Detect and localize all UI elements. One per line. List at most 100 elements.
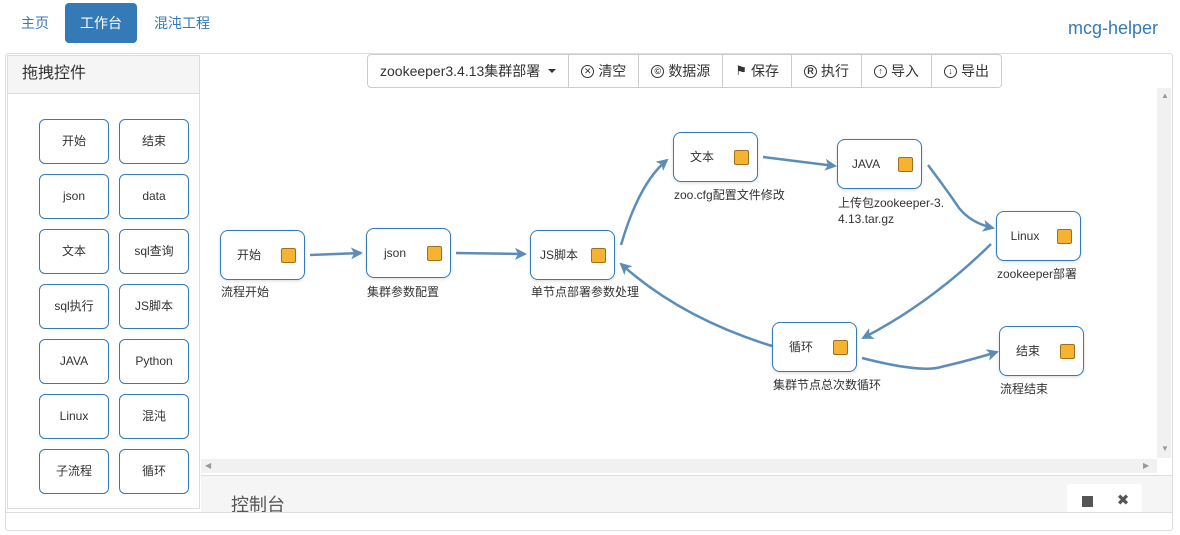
flow-toolbar: zookeeper3.4.13集群部署 ✕ 清空 © 数据源 ⚑ 保存 R 执行… [367,54,1002,88]
control-js-script[interactable]: JS脚本 [119,284,189,329]
node-label: Linux [1010,229,1040,243]
control-sql-query[interactable]: sql查询 [119,229,189,274]
edge-text-java [762,155,837,171]
control-loop[interactable]: 循环 [119,449,189,494]
node-connector-port[interactable] [1057,229,1072,244]
node-label: 开始 [236,248,261,262]
node-label: 循环 [788,340,813,354]
vertical-scrollbar[interactable]: ▲ ▼ [1157,88,1171,458]
console-panel: 控制台 ✖ [201,475,1172,517]
scroll-down-icon[interactable]: ▼ [1161,444,1169,453]
control-text[interactable]: 文本 [39,229,109,274]
workbench-frame [5,53,1173,531]
node-caption: 单节点部署参数处理 [531,285,640,299]
datasource-button[interactable]: © 数据源 [638,55,722,87]
control-linux[interactable]: Linux [39,394,109,439]
chevron-down-icon [548,69,557,73]
footer-strip [5,512,1173,531]
datasource-icon: © [651,64,665,78]
datasource-label: 数据源 [668,63,711,79]
control-java[interactable]: JAVA [39,339,109,384]
flow-node-js-script[interactable]: JS脚本 [530,230,615,280]
clear-icon: ✕ [581,64,595,78]
flow-node-start[interactable]: 开始 [220,230,305,280]
flow-node-end[interactable]: 结束 [999,326,1084,376]
save-icon: ⚑ [735,63,747,78]
node-caption: zookeeper部署 [997,267,1078,281]
node-caption: 集群节点总次数循环 [773,378,882,392]
edge-loop-end [861,349,999,370]
flow-edges [309,155,999,370]
brand-logo[interactable]: mcg-helper [1067,18,1158,38]
node-connector-port[interactable] [898,157,913,172]
flow-select-value: zookeeper3.4.13集群部署 [380,63,541,79]
tab-chaos[interactable]: 混沌工程 [154,15,210,31]
node-caption: 集群参数配置 [367,285,440,299]
control-end[interactable]: 结束 [119,119,189,164]
flow-node-text[interactable]: 文本 [673,132,758,182]
edge-java-linux [926,164,995,232]
control-data[interactable]: data [119,174,189,219]
edge-linux-loop [861,243,992,340]
node-label: JS脚本 [539,248,578,262]
execute-button[interactable]: R 执行 [790,55,861,87]
node-caption: 流程结束 [1000,382,1049,396]
controls-panel: 拖拽控件 开始 结束 json data 文本 sql查询 sql执行 JS脚本… [7,55,200,509]
node-label: json [383,246,406,260]
horizontal-scrollbar[interactable]: ◀ ▶ [201,459,1157,473]
node-caption: 上传包zookeeper-3.4.13.tar.gz [838,196,945,226]
node-label: 文本 [689,150,714,164]
node-connector-port[interactable] [734,150,749,165]
edge-js-text [619,158,669,246]
scroll-right-icon[interactable]: ▶ [1143,461,1150,470]
node-connector-port[interactable] [281,248,296,263]
node-caption: 流程开始 [221,285,270,299]
export-label: 导出 [960,63,989,79]
edge-json-js [455,247,527,260]
control-start[interactable]: 开始 [39,119,109,164]
tab-workbench[interactable]: 工作台 [65,3,137,43]
node-connector-port[interactable] [427,246,442,261]
control-subflow[interactable]: 子流程 [39,449,109,494]
scroll-up-icon[interactable]: ▲ [1161,91,1169,100]
console-title: 控制台 [231,495,285,515]
control-chaos[interactable]: 混沌 [119,394,189,439]
control-python[interactable]: Python [119,339,189,384]
flow-node-linux[interactable]: Linux [996,211,1081,261]
node-connector-port[interactable] [591,248,606,263]
tab-home[interactable]: 主页 [21,15,49,31]
flow-node-loop[interactable]: 循环 [772,322,857,372]
node-connector-port[interactable] [833,340,848,355]
save-label: 保存 [750,63,779,79]
clear-button[interactable]: ✕ 清空 [568,55,638,87]
save-button[interactable]: ⚑ 保存 [722,55,791,87]
console-actions: ✖ [1067,484,1142,517]
close-icon: ✖ [1116,492,1130,509]
stop-button[interactable] [1069,484,1105,517]
import-button[interactable]: ↑ 导入 [860,55,931,87]
node-label: 结束 [1015,344,1040,358]
node-label: JAVA [851,157,881,171]
edge-loop-js [619,262,773,348]
import-label: 导入 [890,63,919,79]
execute-icon: R [803,64,817,78]
flow-node-json[interactable]: json [366,228,451,278]
export-icon: ↓ [943,64,957,78]
scroll-left-icon[interactable]: ◀ [205,461,212,470]
panel-title: 拖拽控件 [8,56,199,94]
flow-select-dropdown[interactable]: zookeeper3.4.13集群部署 [368,55,568,87]
import-icon: ↑ [873,64,887,78]
control-json[interactable]: json [39,174,109,219]
flow-node-java[interactable]: JAVA [837,139,922,189]
control-sql-exec[interactable]: sql执行 [39,284,109,329]
export-button[interactable]: ↓ 导出 [930,55,1001,87]
stop-icon [1081,495,1093,507]
node-caption: zoo.cfg配置文件修改 [674,188,785,202]
node-connector-port[interactable] [1060,344,1075,359]
edge-start-json [309,247,363,260]
flow-canvas[interactable]: 开始 流程开始 json 集群参数配置 JS脚本 单节点部署参数处理 文本 zo… [201,88,1172,474]
execute-label: 执行 [820,63,849,79]
close-button[interactable]: ✖ [1105,484,1141,517]
clear-label: 清空 [598,63,627,79]
top-nav: 主页 工作台 混沌工程 mcg-helper [0,0,1180,48]
